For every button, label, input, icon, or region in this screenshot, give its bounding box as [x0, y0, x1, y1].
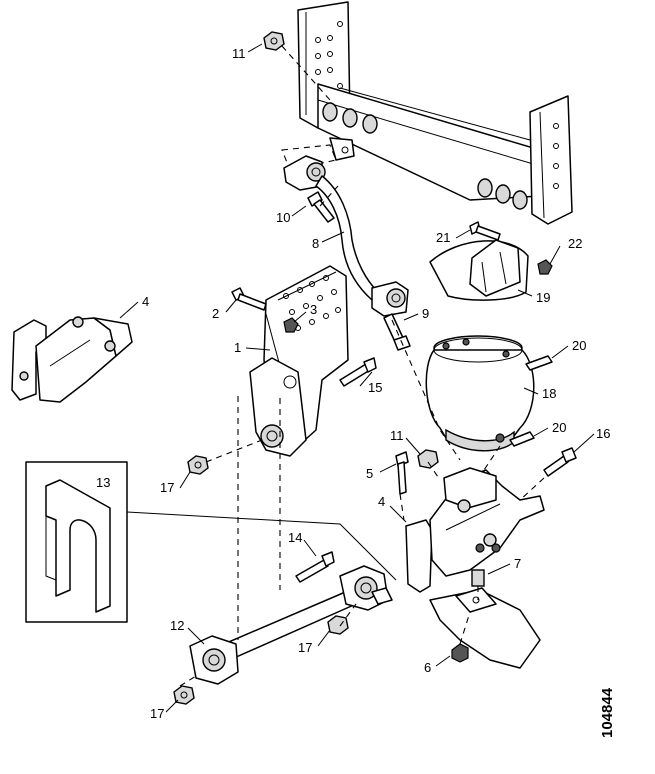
air-spring-18: [425, 335, 535, 452]
callout-6: 6: [424, 660, 431, 675]
callout-4-inset: 4: [142, 294, 149, 309]
callout-7: 7: [514, 556, 521, 571]
nut-22: [537, 259, 553, 275]
callout-18: 18: [542, 386, 556, 401]
spacer-7: [471, 569, 485, 587]
link-rod-8: [281, 144, 409, 317]
bolt-21: [469, 221, 501, 241]
detail-box-13: [25, 461, 128, 623]
callout-17-mid: 17: [160, 480, 174, 495]
callout-2: 2: [212, 306, 219, 321]
bolt-14: [295, 551, 335, 583]
callout-16: 16: [596, 426, 610, 441]
callout-10: 10: [276, 210, 290, 225]
nut-17-mid: [187, 455, 209, 475]
callout-11-top: 11: [232, 46, 246, 61]
callout-8: 8: [312, 236, 319, 251]
callout-17-rod: 17: [298, 640, 312, 655]
callout-3: 3: [310, 302, 317, 317]
nut-11-top: [263, 31, 285, 51]
torque-rod-12: [189, 565, 393, 685]
nut-6: [451, 643, 469, 663]
callout-labels: 11 10 8 21 22 19 4 2 3 9 1 20 15 18 20 1…: [96, 46, 610, 721]
nut-17-rod: [327, 615, 349, 635]
callout-11-lower: 11: [390, 428, 404, 443]
callout-1: 1: [234, 340, 241, 355]
callout-14: 14: [288, 530, 302, 545]
bracket-4-inset: [11, 316, 133, 403]
bracket-19: [429, 239, 529, 301]
nut-11-lower: [417, 449, 439, 469]
bolt-2: [231, 287, 267, 311]
callout-leaders: [119, 43, 595, 713]
fitting-20-bottom: [509, 431, 535, 447]
callout-19: 19: [536, 290, 550, 305]
callout-4-axle: 4: [378, 494, 385, 509]
callout-15: 15: [368, 380, 382, 395]
hanger-bracket-1: [249, 265, 349, 457]
callout-9: 9: [422, 306, 429, 321]
callout-12: 12: [170, 618, 184, 633]
fitting-20-top: [525, 355, 553, 371]
axle-bracket-4: [405, 467, 545, 669]
callout-20-bottom: 20: [552, 420, 566, 435]
callout-20-top: 20: [572, 338, 586, 353]
bolt-5: [395, 451, 409, 495]
cross-member: [297, 1, 573, 225]
callout-21: 21: [436, 230, 450, 245]
bolt-15: [339, 357, 377, 387]
assembly-guides: [126, 45, 545, 687]
bolt-10: [307, 191, 335, 223]
callout-13: 13: [96, 475, 110, 490]
bolt-16: [543, 447, 577, 477]
figure-id: 104844: [599, 687, 616, 738]
callout-5: 5: [366, 466, 373, 481]
callout-22: 22: [568, 236, 582, 251]
callout-17-bottom: 17: [150, 706, 164, 721]
